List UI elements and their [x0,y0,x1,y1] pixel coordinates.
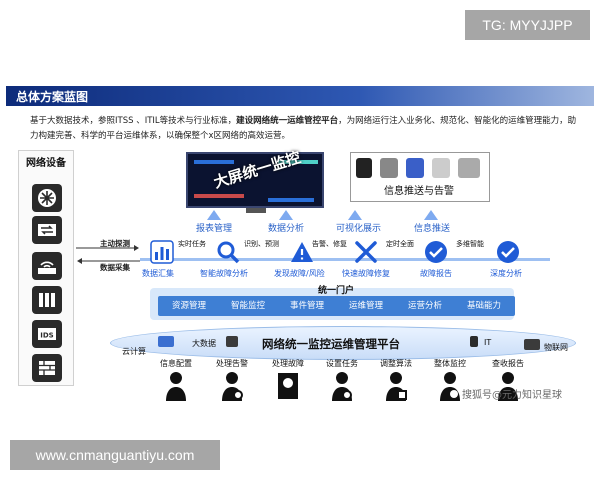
user-label: 信息配置 [160,359,192,368]
user-gear-icon [222,372,243,401]
user-item-4: 设置任务 [312,358,372,401]
module-resource[interactable]: 资源管理 [158,296,220,316]
monitor-stand [246,208,266,213]
user-item-2: 处理告警 [202,358,262,401]
ids-label: IDS [40,332,53,340]
cloud-icon [158,336,174,347]
flow-mid-1: 实时任务 [178,240,206,248]
arrow-label-analysis: 数据分析 [268,224,305,234]
router-icon [32,184,62,212]
user-algorithm-icon [386,372,407,401]
flow-mid-3: 告警、修复 [312,240,347,248]
page-title: 总体方案蓝图 [16,90,89,104]
flow-step-3: 发现故障/风险 [274,269,325,278]
page-title-bar: 总体方案蓝图 [6,86,594,106]
arrow-label-report: 报表管理 [196,224,233,234]
it-icon [470,336,478,347]
checkmark-icon-2 [497,241,519,263]
intro-part1: 基于大数据技术，参照ITSS 、ITIL等技术与行业标准， [30,116,237,126]
probe-arrows [76,245,140,264]
flow-mid-2: 识别、预测 [244,240,279,248]
checkmark-icon [425,241,447,263]
flow-line [140,258,550,261]
platform-label-cloud: 云计算 [122,347,146,356]
user-item-1: 信息配置 [146,358,206,401]
email-icon [380,158,398,178]
arrow-up-2 [279,210,293,220]
flow-step-1: 数据汇集 [142,269,174,278]
module-event[interactable]: 事件管理 [276,296,338,316]
ids-icon: IDS [32,320,62,348]
user-label: 调整算法 [380,359,412,368]
platform-label-iot: 物联网 [544,343,568,352]
user-item-3: 处理故障 [258,358,318,401]
user-screen-icon [278,373,298,399]
platform-ellipse [110,326,576,360]
user-label: 查收报告 [492,359,524,368]
watermark-center: 搜狐号@元力知识星球 [462,390,562,401]
user-label: 整体监控 [434,359,466,368]
intro-bold: 建设网络统一运维管控平台 [236,116,339,126]
watermark-top: TG: MYYJJPP [465,10,590,40]
module-analysis[interactable]: 运营分析 [394,296,456,316]
data-aggregate-icon [150,240,174,264]
arrow-up-1 [207,210,221,220]
intro-paragraph: 基于大数据技术，参照ITSS 、ITIL等技术与行业标准，建设网络统一运维管控平… [30,114,578,144]
platform-title: 网络统一监控运维管理平台 [262,337,400,351]
user-label: 处理告警 [216,359,248,368]
platform-label-bigdata: 大数据 [192,339,216,348]
flow-step-4: 快速故障修复 [342,269,390,278]
flow-step-6: 深度分析 [490,269,522,278]
user-item-5: 调整算法 [366,358,426,401]
bigdata-icon [226,336,238,347]
module-base[interactable]: 基础能力 [453,296,515,316]
info-push-label: 信息推送与告警 [384,186,454,197]
user-settings-icon [332,372,352,401]
user-label: 设置任务 [326,359,358,368]
device-panel-title: 网络设备 [26,158,66,169]
arrow-up-3 [348,210,362,220]
user-label: 处理故障 [272,359,304,368]
switch-icon [32,216,62,244]
label-data-collect: 数据采集 [100,263,130,272]
intro-part2: ，为网络运行注入业务化、规范化、智能化的运维管理能力，助力构建完善、科学的平台运… [30,116,577,141]
firewall-icon [32,354,62,382]
user-monitor-icon [440,372,460,401]
wireless-ap-icon [32,252,62,280]
computer-icon [458,158,480,178]
arrow-up-4 [424,210,438,220]
portal-title: 统一门户 [318,286,355,296]
arrow-label-visual: 可视化展示 [336,224,382,234]
repair-tools-icon [355,241,377,263]
iot-icon [524,339,540,350]
module-monitor[interactable]: 智能监控 [217,296,279,316]
monitor-screen [186,152,324,208]
server-rack-icon [32,286,62,314]
arrow-label-push: 信息推送 [414,224,451,234]
user-item-6: 整体监控 [420,358,480,401]
speaker-icon [432,158,450,178]
warning-icon [291,242,313,262]
module-ops[interactable]: 运维管理 [335,296,397,316]
flow-step-2: 智能故障分析 [200,269,248,278]
magnifier-icon [217,241,240,264]
phone-icon [356,158,372,178]
watermark-bottom: www.cnmanguantiyu.com [10,440,220,470]
platform-label-it: IT [484,338,492,347]
label-active-probe: 主动探测 [100,239,130,248]
chat-icon [406,158,424,178]
flow-mid-4: 定时全面 [386,240,414,248]
user-item-7: 查收报告 [478,358,538,401]
flow-step-5: 故障报告 [420,269,452,278]
user-report-icon [498,372,518,401]
flow-mid-5: 多维智能 [456,240,484,248]
admin-user-icon [166,372,186,401]
